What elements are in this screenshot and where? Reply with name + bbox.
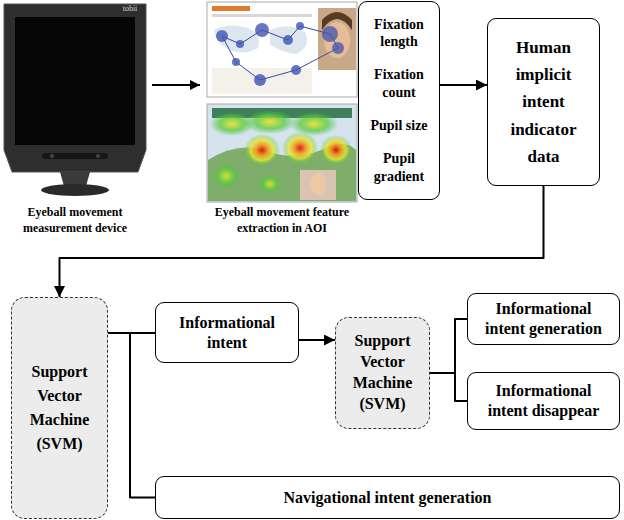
outcome-box: Informational intent generation (467, 293, 620, 345)
device-caption: Eyeball movement measurement device (1, 205, 149, 236)
outcome-box: Informational intent disappear (467, 372, 620, 430)
node-text: Informational intent generation (474, 299, 613, 339)
text-stack: Support Vector Machine (SVM) (20, 360, 99, 456)
heat-blob (258, 174, 282, 194)
extraction-caption: Eyeball movement feature extraction in A… (198, 205, 366, 236)
fixation-dot (332, 42, 344, 54)
node-text: Informational intent disappear (474, 381, 613, 421)
connector (108, 333, 155, 498)
node-text: Pupil size (370, 117, 427, 135)
fixation-dot (232, 58, 240, 66)
node-text: Pupil gradient (363, 150, 435, 185)
text-stack: Fixation lengthFixation countPupil sizeP… (363, 8, 435, 193)
face (310, 173, 326, 195)
text-stack: Informational intent (164, 313, 290, 353)
connector (60, 186, 544, 297)
face-photo (318, 8, 356, 70)
fixation-dot (291, 65, 301, 75)
gaze-plot-screenshot (207, 2, 357, 97)
text-stack: Human implicit intent indicator data (502, 34, 585, 170)
map-shape (270, 26, 307, 54)
monitor-screen (15, 17, 135, 145)
fixation-dot (236, 40, 244, 48)
intent-box: Informational intent (155, 302, 299, 363)
heat-blob (244, 110, 296, 134)
text-stack: Informational intent disappear (474, 381, 613, 421)
monitor-bezel (4, 4, 146, 172)
node-text: Fixation count (363, 66, 435, 101)
heat-blob (244, 134, 280, 166)
connector (430, 319, 467, 373)
map-shape (214, 25, 259, 52)
classifier-box: Support Vector Machine (SVM) (335, 317, 430, 429)
face-photo (300, 170, 336, 200)
heat-blob (212, 164, 240, 188)
node-text: Support Vector Machine (SVM) (342, 331, 423, 414)
node-text: Informational intent (164, 313, 290, 353)
connector (299, 339, 335, 341)
fixation-dot (322, 26, 338, 42)
fixation-dot (296, 22, 304, 30)
monitor-neck (60, 172, 90, 186)
sensor-dot (96, 154, 100, 158)
monitor-foot (41, 184, 109, 196)
classifier-box: Support Vector Machine (SVM) (11, 297, 108, 519)
heat-blob (320, 135, 352, 165)
sensor-bar (42, 153, 108, 159)
heat-map-screenshot (207, 104, 357, 202)
outcome-box: Navigational intent generation (155, 476, 620, 519)
sensor-dot (50, 154, 54, 158)
fixation-dot (255, 23, 269, 37)
node-text: Human implicit intent indicator data (502, 34, 585, 170)
page-logo (212, 6, 250, 11)
page-menu (212, 14, 312, 17)
data-box: Human implicit intent indicator data (487, 18, 600, 186)
text-stack: Informational intent generation (474, 299, 613, 339)
fixation-dot (283, 35, 293, 45)
flow-arrow (152, 84, 200, 86)
fixation-dot (216, 30, 228, 42)
text-stack: Navigational intent generation (164, 488, 611, 508)
text-stack: Support Vector Machine (SVM) (342, 331, 423, 414)
feature-box: Fixation lengthFixation countPupil sizeP… (358, 1, 440, 200)
node-text: Navigational intent generation (284, 488, 492, 508)
brand-logo: tobii (117, 5, 143, 14)
connector (430, 373, 467, 401)
heat-blob (282, 132, 318, 164)
connector (440, 84, 487, 86)
gaze-path (222, 26, 338, 80)
node-text: Fixation length (363, 16, 435, 51)
fixation-dot (254, 74, 266, 86)
node-text: Support Vector Machine (SVM) (20, 360, 99, 456)
